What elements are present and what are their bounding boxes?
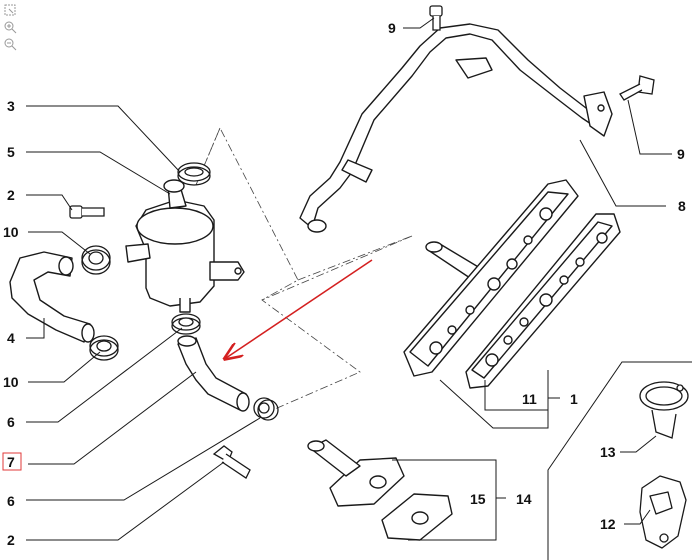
callout-7[interactable]: 7	[7, 454, 15, 470]
elbow-hose-part-4	[9, 251, 95, 343]
bolt-part-2-lower	[212, 445, 251, 479]
callout-2-lower[interactable]: 2	[7, 532, 15, 548]
oil-separator-part-4	[125, 179, 245, 313]
callout-6-upper[interactable]: 6	[7, 414, 15, 430]
callout-4[interactable]: 4	[7, 330, 15, 346]
callout-9-top[interactable]: 9	[388, 20, 396, 36]
zoom-toolbar	[3, 3, 19, 54]
zoom-out-icon[interactable]	[3, 37, 17, 51]
callout-3[interactable]: 3	[7, 98, 15, 114]
callout-12[interactable]: 12	[600, 516, 616, 532]
select-frame-icon[interactable]	[3, 3, 17, 17]
callout-6-lower[interactable]: 6	[7, 493, 15, 509]
clamp-part-10-lower	[89, 335, 119, 361]
callout-14[interactable]: 14	[516, 491, 532, 507]
leader-lines	[26, 17, 672, 541]
zoom-in-icon[interactable]	[3, 20, 17, 34]
hose-pipe-part-8	[299, 23, 613, 233]
callout-11[interactable]: 11	[522, 391, 537, 407]
callout-15[interactable]: 15	[470, 491, 486, 507]
callout-8[interactable]: 8	[678, 198, 686, 214]
callout-9-right[interactable]: 9	[677, 146, 685, 162]
callout-2-upper[interactable]: 2	[7, 187, 15, 203]
callout-7-highlight	[2, 452, 22, 471]
callout-13[interactable]: 13	[600, 444, 616, 460]
clamp-part-6-upper	[171, 313, 201, 335]
callout-10-lower[interactable]: 10	[3, 374, 19, 390]
heat-exchanger-part-1	[403, 179, 621, 389]
clamp-part-6-lower	[253, 397, 279, 421]
clamp-part-10-upper	[81, 245, 111, 275]
group-bracket-lines	[392, 361, 692, 560]
callout-5[interactable]: 5	[7, 144, 15, 160]
highlight-arrow	[226, 259, 373, 358]
hose-part-7	[177, 335, 250, 412]
bolt-part-2-upper	[69, 205, 105, 219]
callout-1[interactable]: 1	[570, 391, 578, 407]
callout-10-upper[interactable]: 10	[3, 224, 19, 240]
clip-part-13	[639, 381, 689, 439]
bracket-part-12	[639, 475, 687, 549]
adapter-part-15	[307, 439, 453, 541]
clamp-part-3	[177, 162, 211, 186]
bolt-part-9-right	[619, 75, 655, 101]
bolt-part-9-top	[429, 5, 443, 31]
